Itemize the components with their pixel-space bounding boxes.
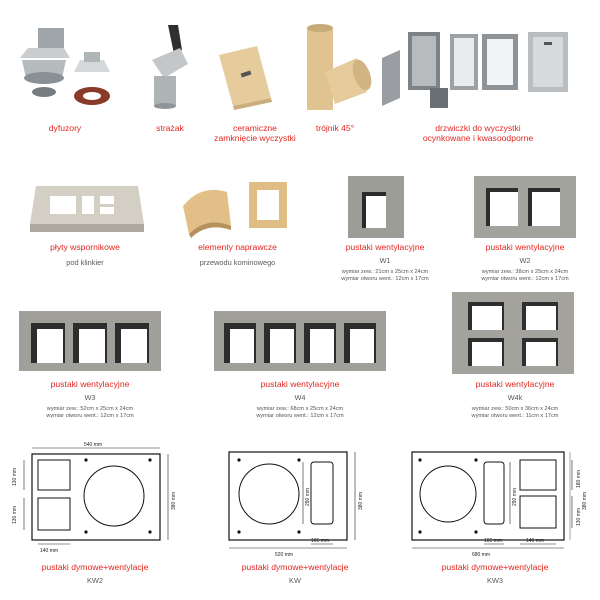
kw2-drawing: 540 mm 130 mm 130 mm 380 mm 140 mm xyxy=(12,442,177,554)
drzwiczki-image xyxy=(382,32,568,108)
w1-dims-hole: wymiar otworu went.: 12cm x 17cm xyxy=(341,276,429,282)
drzwiczki-label-1: drzwiczki do wyczystki xyxy=(435,123,521,133)
w4-dims-outer: wymiar zew.: 68cm x 25cm x 24cm xyxy=(256,406,344,412)
kw3-width-dim: 680 mm xyxy=(472,552,490,558)
w4k-dims-hole: wymiar otworu went.: 11cm x 17cm xyxy=(471,413,559,419)
w2-label: pustaki wentylacyjne xyxy=(485,242,565,252)
strazak-image xyxy=(152,25,188,109)
ceramiczne-label-1: ceramiczne xyxy=(233,123,277,133)
w4k-code: W4k xyxy=(507,393,523,402)
kw-label: pustaki dymowe+wentylacje xyxy=(241,562,349,572)
w1-code: W1 xyxy=(379,256,391,265)
dyfuzory-image xyxy=(20,28,110,105)
strazak-label: strażak xyxy=(156,123,184,133)
kw3-code: KW3 xyxy=(486,576,503,585)
kw2-width-dim: 540 mm xyxy=(84,442,102,448)
w1-label: pustaki wentylacyjne xyxy=(345,242,425,252)
product-w2: pustaki wentylacyjne W2 wymiar zew.: 38c… xyxy=(460,170,590,290)
kw-code: KW xyxy=(289,576,301,585)
product-kw: 290 mm 380 mm 105 mm 520 mm pustaki dymo… xyxy=(215,440,375,590)
w2-dims-outer: wymiar zew.: 38cm x 25cm x 24cm xyxy=(481,269,569,275)
kw2-bottom-dim: 130 mm xyxy=(12,506,18,524)
w2-dims-hole: wymiar otworu went.: 12cm x 17cm xyxy=(481,276,569,282)
elementy-label: elementy naprawcze xyxy=(198,242,277,252)
plyty-sublabel: pod klinkier xyxy=(66,258,104,267)
w3-image xyxy=(19,311,161,371)
product-w3: pustaki wentylacyjne W3 wymiar zew.: 52c… xyxy=(15,305,165,425)
kw3-slot-width-dim: 105 mm xyxy=(484,538,502,544)
product-w4k: pustaki wentylacyjne W4k wymiar zew.: 50… xyxy=(440,290,590,425)
w4k-dims-outer: wymiar zew.: 50cm x 36cm x 24cm xyxy=(471,406,559,412)
product-ceramiczne: ceramiczne zamknięcie wyczystki xyxy=(205,20,305,150)
drzwiczki-label-2: ocynkowane i kwasoodporne xyxy=(422,133,534,143)
w4k-image xyxy=(452,292,574,374)
w3-label: pustaki wentylacyjne xyxy=(50,379,130,389)
product-kw3: 290 mm 180 mm 130 mm 380 mm 105 mm 140 m… xyxy=(400,440,590,590)
kw-width-dim: 520 mm xyxy=(275,552,293,558)
product-w4: pustaki wentylacyjne W4 wymiar zew.: 68c… xyxy=(210,305,390,425)
product-dyfuzory: dyfuzory xyxy=(10,20,120,150)
kw3-inner-height-dim: 290 mm xyxy=(512,488,518,506)
kw2-code: KW2 xyxy=(86,576,103,585)
w3-dims-outer: wymiar zew.: 52cm x 25cm x 24cm xyxy=(46,406,134,412)
product-trojnik: trójnik 45° xyxy=(295,20,375,150)
kw3-height-dim: 380 mm xyxy=(582,492,588,510)
product-w1: pustaki wentylacyjne W1 wymiar zew.: 21c… xyxy=(320,170,450,290)
w3-code: W3 xyxy=(84,393,96,402)
kw2-label: pustaki dymowe+wentylacje xyxy=(41,562,149,572)
w2-image xyxy=(474,176,576,238)
product-kw2: 540 mm 130 mm 130 mm 380 mm 140 mm pusta… xyxy=(10,440,180,590)
w4-image xyxy=(214,311,386,371)
w4-code: W4 xyxy=(294,393,306,402)
w1-image xyxy=(348,176,404,238)
dyfuzory-label: dyfuzory xyxy=(48,123,82,133)
product-plyty: płyty wspornikowe pod klinkier xyxy=(20,170,150,275)
elementy-image xyxy=(183,182,287,238)
kw-drawing: 290 mm 380 mm 105 mm 520 mm xyxy=(228,451,364,558)
kw3-right-bottom-dim: 130 mm xyxy=(576,508,582,526)
w3-dims-hole: wymiar otworu went.: 12cm x 17cm xyxy=(46,413,134,419)
kw2-top-dim: 130 mm xyxy=(12,468,18,486)
kw3-right-top-dim: 180 mm xyxy=(576,470,582,488)
w4k-label: pustaki wentylacyjne xyxy=(475,379,555,389)
w2-code: W2 xyxy=(519,256,531,265)
trojnik-image xyxy=(307,24,372,110)
kw-slot-width-dim: 105 mm xyxy=(311,538,329,544)
ceramiczne-label-2: zamknięcie wyczystki xyxy=(214,133,296,143)
kw3-label: pustaki dymowe+wentylacje xyxy=(441,562,549,572)
kw3-hole-width-dim: 140 mm xyxy=(526,538,544,544)
w4-dims-hole: wymiar otworu went.: 12cm x 17cm xyxy=(256,413,344,419)
plyty-label: płyty wspornikowe xyxy=(50,242,120,252)
trojnik-label: trójnik 45° xyxy=(315,123,355,133)
w4-label: pustaki wentylacyjne xyxy=(260,379,340,389)
kw2-height-dim: 380 mm xyxy=(171,492,177,510)
elementy-sublabel: przewodu kominowego xyxy=(199,258,276,267)
plyty-image xyxy=(30,186,144,232)
product-strazak: strażak xyxy=(130,20,210,150)
ceramiczne-image xyxy=(219,46,272,110)
w1-dims-outer: wymiar zew.: 21cm x 25cm x 24cm xyxy=(341,269,429,275)
kw2-hole-dim: 140 mm xyxy=(40,548,58,554)
kw-height-dim: 380 mm xyxy=(358,492,364,510)
product-elementy: elementy naprawcze przewodu kominowego xyxy=(175,170,300,275)
kw-inner-height-dim: 290 mm xyxy=(305,488,311,506)
product-drzwiczki: drzwiczki do wyczystki ocynkowane i kwas… xyxy=(378,20,578,150)
kw3-drawing: 290 mm 180 mm 130 mm 380 mm 105 mm 140 m… xyxy=(411,451,588,558)
